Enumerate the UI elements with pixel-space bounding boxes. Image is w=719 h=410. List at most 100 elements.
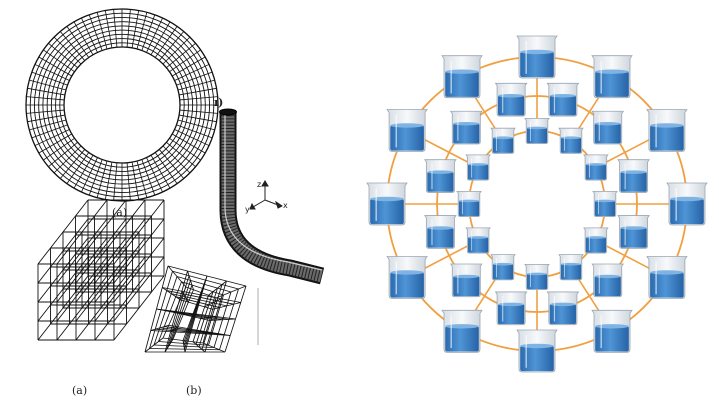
beaker-liquid-surface xyxy=(595,200,615,203)
axes-triad xyxy=(250,181,282,209)
annulus-radial-line xyxy=(26,110,64,113)
cube-lattice xyxy=(38,200,164,340)
beaker-liquid-surface xyxy=(620,170,646,173)
wedge-edge xyxy=(216,286,246,298)
wedge-lattice xyxy=(145,266,246,352)
annulus-radial-line xyxy=(132,162,139,199)
beaker-liquid xyxy=(527,274,547,289)
beaker-liquid-surface xyxy=(595,275,621,278)
beaker-liquid-surface xyxy=(445,324,479,328)
beaker-liquid xyxy=(498,96,524,116)
beaker-liquid-surface xyxy=(527,127,547,130)
beaker-liquid xyxy=(520,52,554,77)
beaker-liquid-surface xyxy=(620,226,646,229)
beaker xyxy=(387,110,427,152)
axis-z-label: z xyxy=(257,180,261,189)
beaker-liquid-surface xyxy=(595,69,629,73)
cube-caption: (a) xyxy=(72,384,87,397)
beaker xyxy=(592,264,623,297)
wedge-edge xyxy=(173,271,239,289)
annulus-radial-line xyxy=(178,120,215,130)
beaker-liquid-surface xyxy=(650,270,684,274)
annulus-radial-line xyxy=(127,9,130,47)
beaker xyxy=(667,183,707,225)
beaker xyxy=(584,228,608,253)
beaker xyxy=(592,56,632,98)
beaker-liquid-surface xyxy=(586,236,606,239)
beaker-liquid xyxy=(527,128,547,143)
beaker xyxy=(451,111,482,144)
annulus-radial-line xyxy=(114,9,117,47)
beaker-liquid-surface xyxy=(370,197,404,201)
beaker-liquid-surface xyxy=(453,275,479,278)
beaker-liquid xyxy=(493,264,513,279)
annulus-radial-line xyxy=(180,97,218,100)
annulus-radial-line xyxy=(97,161,107,198)
beaker-liquid xyxy=(445,72,479,97)
beaker-liquid xyxy=(459,201,479,216)
beaker-liquid xyxy=(586,237,606,252)
beaker xyxy=(466,228,490,253)
beaker xyxy=(496,292,527,325)
beaker-liquid xyxy=(468,237,488,252)
beaker-liquid xyxy=(453,124,479,144)
beaker xyxy=(442,56,482,98)
beaker xyxy=(559,255,583,280)
beaker xyxy=(425,160,456,193)
beaker-liquid-surface xyxy=(498,303,524,306)
beaker-liquid-surface xyxy=(550,94,576,97)
beaker-liquid xyxy=(370,199,404,224)
beaker xyxy=(466,155,490,180)
beaker-liquid-surface xyxy=(561,263,581,266)
beaker xyxy=(592,310,632,352)
beaker xyxy=(647,110,687,152)
beaker-liquid-surface xyxy=(468,236,488,239)
axis-y-label: y xyxy=(245,205,250,214)
beaker-liquid xyxy=(650,125,684,150)
beaker-liquid xyxy=(493,138,513,153)
annulus-radial-line xyxy=(105,162,112,199)
bent-pipe-mesh xyxy=(220,109,323,276)
beaker-liquid xyxy=(561,138,581,153)
beaker-liquid-surface xyxy=(520,344,554,348)
beaker-liquid xyxy=(670,199,704,224)
beaker-liquid-surface xyxy=(427,170,453,173)
beaker xyxy=(387,257,427,299)
beaker-liquid-surface xyxy=(550,303,576,306)
beaker-liquid-surface xyxy=(445,69,479,73)
beaker xyxy=(592,111,623,144)
annulus-radial-line xyxy=(179,88,216,95)
beaker-liquid-surface xyxy=(453,122,479,125)
beaker-liquid xyxy=(445,326,479,351)
beaker xyxy=(425,216,456,249)
annulus-mesh xyxy=(26,9,218,201)
beaker-ring-network xyxy=(387,57,687,351)
beaker xyxy=(457,191,481,216)
beaker-liquid-surface xyxy=(527,273,547,276)
beaker xyxy=(367,183,407,225)
beaker xyxy=(491,255,515,280)
annulus-radial-line xyxy=(27,115,64,122)
annulus-radial-line xyxy=(29,80,66,90)
annulus-radial-line xyxy=(29,120,66,130)
annulus-radial-line xyxy=(105,10,112,47)
ring-inner xyxy=(469,131,605,277)
beaker-liquid-surface xyxy=(595,122,621,125)
annulus-radial-line xyxy=(132,10,139,47)
beaker-liquid xyxy=(468,164,488,179)
beaker-liquid xyxy=(595,276,621,296)
beaker-liquid-surface xyxy=(498,94,524,97)
beaker xyxy=(559,128,583,153)
annulus-circle xyxy=(64,47,180,163)
beaker-liquid xyxy=(620,228,646,248)
wedge-caption: (b) xyxy=(186,384,202,397)
wedge-edge xyxy=(168,266,246,286)
beaker-liquid xyxy=(390,125,424,150)
axis-x-label: x xyxy=(283,201,288,210)
annulus-radial-line xyxy=(180,110,218,113)
beaker-liquid-surface xyxy=(468,163,488,166)
beaker-liquid xyxy=(595,326,629,351)
annulus-radial-line xyxy=(27,88,64,95)
annulus-radial-line xyxy=(137,12,147,49)
